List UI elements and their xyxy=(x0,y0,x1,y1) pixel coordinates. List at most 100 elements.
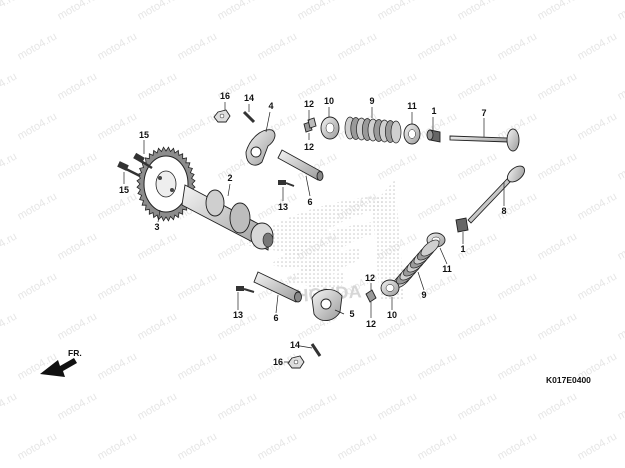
watermark-text: moto4.ru xyxy=(456,390,500,422)
watermark-text: moto4.ru xyxy=(496,30,540,62)
callout-10-upper: 10 xyxy=(324,96,334,106)
watermark-text: moto4.ru xyxy=(536,0,580,23)
watermark-text: moto4.ru xyxy=(456,70,500,102)
spring-coil xyxy=(420,239,440,257)
watermark-text: moto4.ru xyxy=(0,390,19,422)
callout-7: 7 xyxy=(481,108,486,118)
watermark-text: moto4.ru xyxy=(176,110,220,142)
sprocket-bolt-lower xyxy=(117,161,141,178)
watermark-text: moto4.ru xyxy=(16,430,60,462)
callout-6-upper: 6 xyxy=(307,197,312,207)
watermark-text: moto4.ru xyxy=(376,390,420,422)
watermark-text: moto4.ru xyxy=(536,390,580,422)
watermark-text: moto4.ru xyxy=(456,0,500,23)
shaft-bolt-upper xyxy=(278,180,295,187)
watermark-text: moto4.ru xyxy=(16,30,60,62)
watermark-text: moto4.ru xyxy=(536,230,580,262)
watermark-text: moto4.ru xyxy=(56,150,100,182)
watermark-text: moto4.ru xyxy=(0,70,19,102)
callout-1-lower: 1 xyxy=(460,244,465,254)
watermark-text: moto4.ru xyxy=(56,230,100,262)
watermark-text: moto4.ru xyxy=(176,270,220,302)
leader-lines xyxy=(123,102,505,363)
front-label: FR. xyxy=(68,348,82,358)
watermark-text: moto4.ru xyxy=(16,190,60,222)
rocker-arm-upper xyxy=(245,129,276,166)
watermark-text: moto4.ru xyxy=(136,230,180,262)
spring-coil xyxy=(390,120,402,144)
watermark-text: moto4.ru xyxy=(456,150,500,182)
watermark-text: moto4.ru xyxy=(96,350,140,382)
watermark-text: moto4.ru xyxy=(256,30,300,62)
lock-nut-lower xyxy=(287,355,305,369)
watermark-text: moto4.ru xyxy=(576,110,620,142)
watermark-text: moto4.ru xyxy=(336,350,380,382)
watermark-text: moto4.ru xyxy=(16,110,60,142)
watermark-text: moto4.ru xyxy=(496,430,540,462)
sprocket-bolt-upper xyxy=(133,152,153,170)
watermark-text: moto4.ru xyxy=(616,150,625,182)
intake-valve xyxy=(449,128,520,152)
callout-12-lower-a: 12 xyxy=(365,273,375,283)
valve-cotter-upper xyxy=(303,117,317,133)
watermark-text: moto4.ru xyxy=(416,190,460,222)
watermark-text: moto4.ru xyxy=(56,0,100,23)
watermark-text: moto4.ru xyxy=(56,390,100,422)
watermark-text: moto4.ru xyxy=(376,310,420,342)
watermark-text: moto4.ru xyxy=(136,390,180,422)
drawing-code: K017E0400 xyxy=(546,375,591,385)
watermark-text: moto4.ru xyxy=(616,70,625,102)
watermark-text: moto4.ru xyxy=(576,190,620,222)
spring-seat-upper xyxy=(403,123,421,145)
callout-3: 3 xyxy=(154,222,159,232)
watermark-text: moto4.ru xyxy=(136,0,180,23)
callout-6-lower: 6 xyxy=(273,313,278,323)
watermark-text: moto4.ru xyxy=(256,430,300,462)
watermark-text: moto4.ru xyxy=(376,150,420,182)
watermark-text: moto4.ru xyxy=(536,310,580,342)
shaft-bolt-lower xyxy=(236,286,255,293)
adjust-screw-upper xyxy=(242,110,256,124)
watermark-text: moto4.ru xyxy=(0,230,19,262)
watermark-text: moto4.ru xyxy=(0,150,19,182)
watermark-text: moto4.ru xyxy=(96,110,140,142)
lock-nut-upper xyxy=(213,109,231,123)
callout-12-lower-b: 12 xyxy=(366,319,376,329)
callout-2: 2 xyxy=(227,173,232,183)
watermark-text: moto4.ru xyxy=(416,30,460,62)
cam-sprocket xyxy=(136,146,196,222)
watermark-text: moto4.ru xyxy=(616,390,625,422)
callout-13-upper: 13 xyxy=(278,202,288,212)
watermark-text: moto4.ru xyxy=(576,430,620,462)
callout-15-lower: 15 xyxy=(119,185,129,195)
watermark-text: moto4.ru xyxy=(576,30,620,62)
watermark-text: moto4.ru xyxy=(0,310,19,342)
valve-cotter-lower xyxy=(365,289,377,303)
callout-1-upper: 1 xyxy=(431,106,436,116)
spring-retainer-lower xyxy=(380,279,400,297)
callout-15-upper: 15 xyxy=(139,130,149,140)
watermark-text: moto4.ru xyxy=(136,70,180,102)
rocker-arm-lower xyxy=(311,289,343,321)
camshaft xyxy=(181,184,274,251)
callout-10-lower: 10 xyxy=(387,310,397,320)
watermark-text: moto4.ru xyxy=(496,270,540,302)
adjust-screw-lower xyxy=(310,343,322,357)
front-direction-indicator: FR. xyxy=(40,348,82,377)
rocker-shaft-upper xyxy=(277,149,324,181)
watermark-text: moto4.ru xyxy=(576,270,620,302)
callout-5: 5 xyxy=(349,309,354,319)
callout-12-upper-a: 12 xyxy=(304,99,314,109)
callout-9-lower: 9 xyxy=(421,290,426,300)
callout-12-upper-b: 12 xyxy=(304,142,314,152)
callout-13-lower: 13 xyxy=(233,310,243,320)
watermark-text: moto4.ru xyxy=(176,350,220,382)
watermark-text: moto4.ru xyxy=(616,230,625,262)
watermark-text: moto4.ru xyxy=(56,70,100,102)
watermark-text: moto4.ru xyxy=(96,430,140,462)
callout-4: 4 xyxy=(268,101,273,111)
watermark-text: moto4.ru xyxy=(96,30,140,62)
callout-labels: 16 14 4 12 12 10 9 11 1 7 15 15 3 2 13 6… xyxy=(119,91,507,367)
watermark-text: moto4.ru xyxy=(136,310,180,342)
